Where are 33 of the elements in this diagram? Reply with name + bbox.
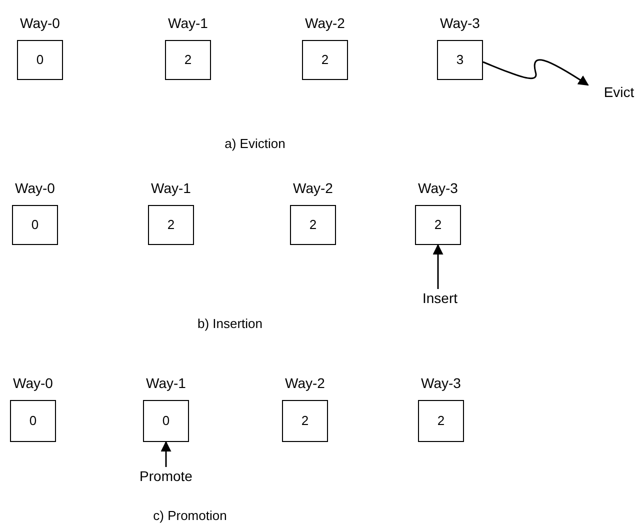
way-box: 0 [10,400,56,442]
arrow [160,440,172,467]
arrow-label: Insert [416,289,464,307]
way-label: Way-0 [12,374,54,393]
arrow-label: Evict [596,83,642,101]
way-label: Way-2 [284,374,326,393]
way-box: 3 [437,40,483,80]
way-box: 2 [415,205,461,245]
arrow-label: Promote [134,467,198,485]
panel-caption: c) Promotion [152,507,228,525]
way-label: Way-3 [439,14,481,33]
way-label: Way-1 [167,14,209,33]
way-box: 2 [418,400,464,442]
way-label: Way-0 [19,14,61,33]
way-box: 2 [290,205,336,245]
way-box: 0 [17,40,63,80]
way-box: 2 [282,400,328,442]
arrow [482,59,589,86]
panel-caption: b) Insertion [196,315,264,333]
panel-caption: a) Eviction [224,135,286,153]
way-box: 0 [143,400,189,442]
way-box: 0 [12,205,58,245]
way-label: Way-3 [420,374,462,393]
way-label: Way-2 [292,179,334,198]
way-label: Way-3 [417,179,459,198]
arrow [432,244,444,289]
way-label: Way-1 [150,179,192,198]
way-label: Way-2 [304,14,346,33]
way-label: Way-1 [145,374,187,393]
way-box: 2 [302,40,348,80]
way-box: 2 [148,205,194,245]
way-label: Way-0 [14,179,56,198]
way-box: 2 [165,40,211,80]
